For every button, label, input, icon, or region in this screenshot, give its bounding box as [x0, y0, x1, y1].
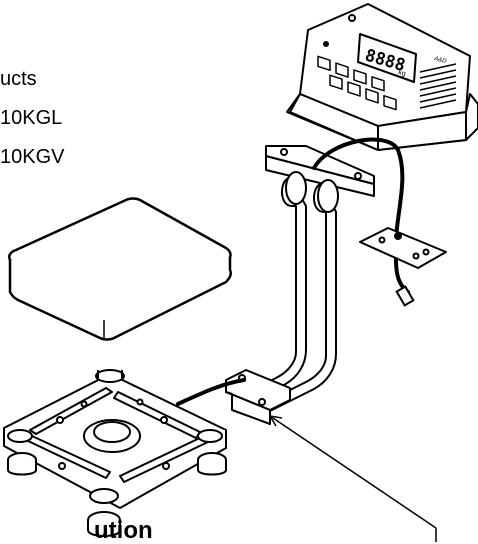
weighing-pan-icon [8, 197, 233, 341]
model-label-10kgl: 10KGL [0, 107, 63, 129]
pole-stand-icon [237, 171, 339, 413]
cable-icon [176, 137, 415, 406]
pointer-line-icon [269, 415, 437, 542]
display-unit: kg [397, 69, 406, 78]
products-heading: ucts [0, 68, 37, 90]
cable-clip-plate-icon [359, 227, 447, 269]
scale-base-icon [3, 369, 227, 537]
model-label-10kgv: 10KGV [0, 146, 65, 168]
caution-heading: ution [94, 517, 153, 544]
pole-top-bracket-icon [265, 145, 375, 197]
brand-logo: A&D [433, 56, 448, 65]
weighing-indicator-icon [286, 3, 478, 151]
